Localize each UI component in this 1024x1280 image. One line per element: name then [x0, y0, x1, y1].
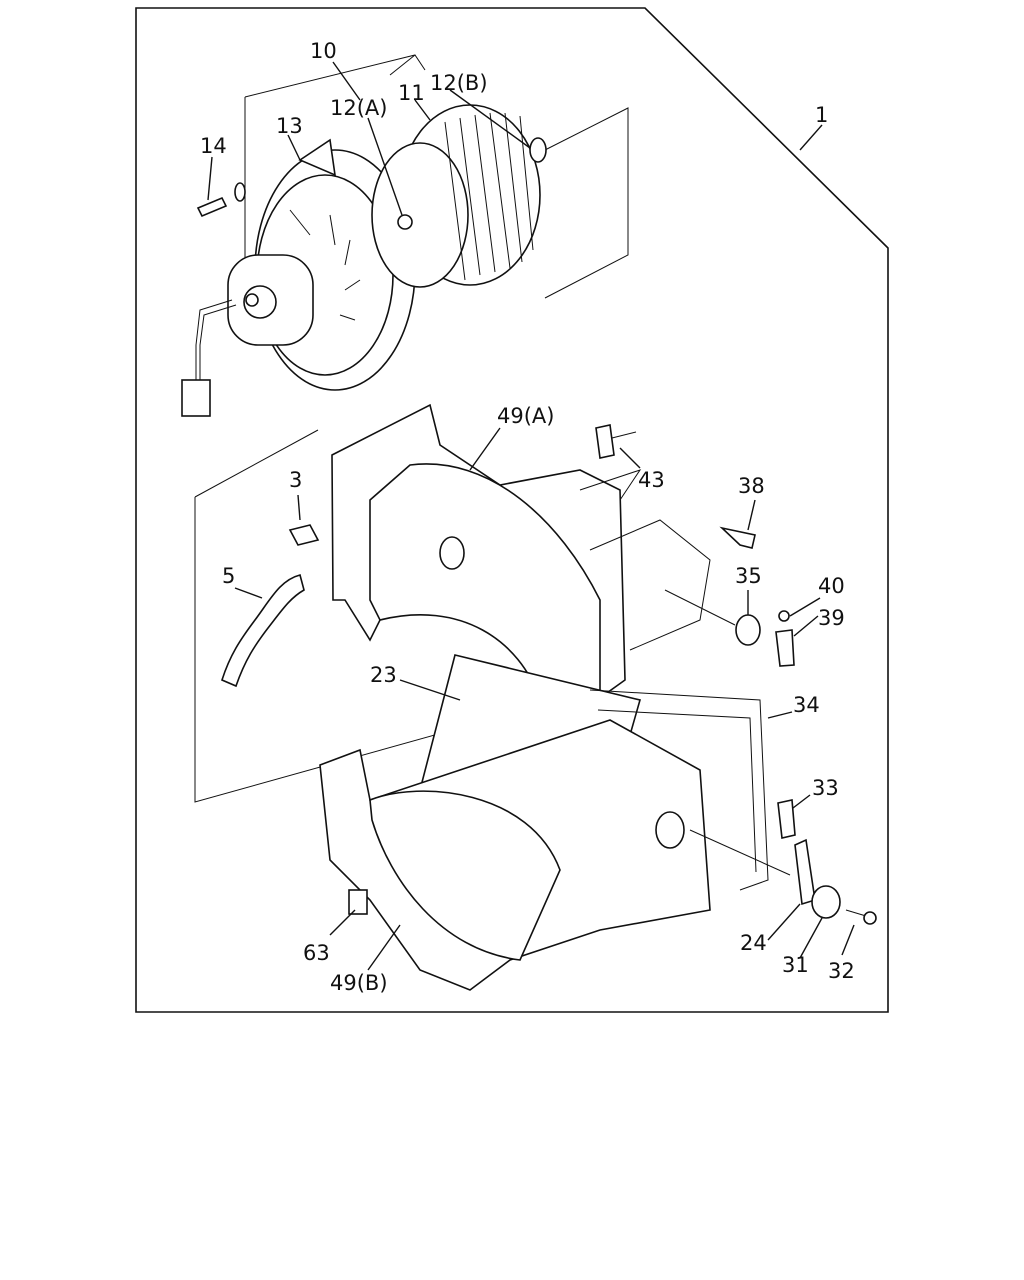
callout-40: 40 [818, 574, 845, 598]
callout-34: 34 [793, 693, 820, 717]
callout-39: 39 [818, 606, 845, 630]
callout-labels: 1 10 11 12(A) 12(B) 13 14 3 5 49(A) 43 3… [200, 39, 855, 995]
callout-24: 24 [740, 931, 767, 955]
callout-35: 35 [735, 564, 762, 588]
callout-33: 33 [812, 776, 839, 800]
leader-lines [207, 61, 855, 971]
harness-connector [181, 379, 211, 417]
lower-case-49b [319, 719, 877, 991]
drain-hose [221, 574, 305, 688]
callout-1: 1 [815, 103, 828, 127]
callout-31: 31 [782, 953, 809, 977]
callout-49a: 49(A) [497, 404, 554, 428]
callout-13: 13 [276, 114, 303, 138]
callout-23: 23 [370, 663, 397, 687]
callout-12b: 12(B) [430, 71, 488, 95]
callout-5: 5 [222, 564, 235, 588]
callout-32: 32 [828, 959, 855, 983]
callout-12a: 12(A) [330, 96, 387, 120]
callout-38: 38 [738, 474, 765, 498]
callout-10: 10 [310, 39, 337, 63]
assembly-frame [135, 7, 889, 1013]
callout-63: 63 [303, 941, 330, 965]
blower-motor-group [181, 54, 629, 417]
callout-14: 14 [200, 134, 227, 158]
upper-case-49a [194, 403, 795, 803]
callout-11: 11 [398, 81, 425, 105]
gasket-frame-34 [589, 689, 769, 891]
callout-3: 3 [289, 468, 302, 492]
callout-49b: 49(B) [330, 971, 388, 995]
callout-43: 43 [638, 468, 665, 492]
